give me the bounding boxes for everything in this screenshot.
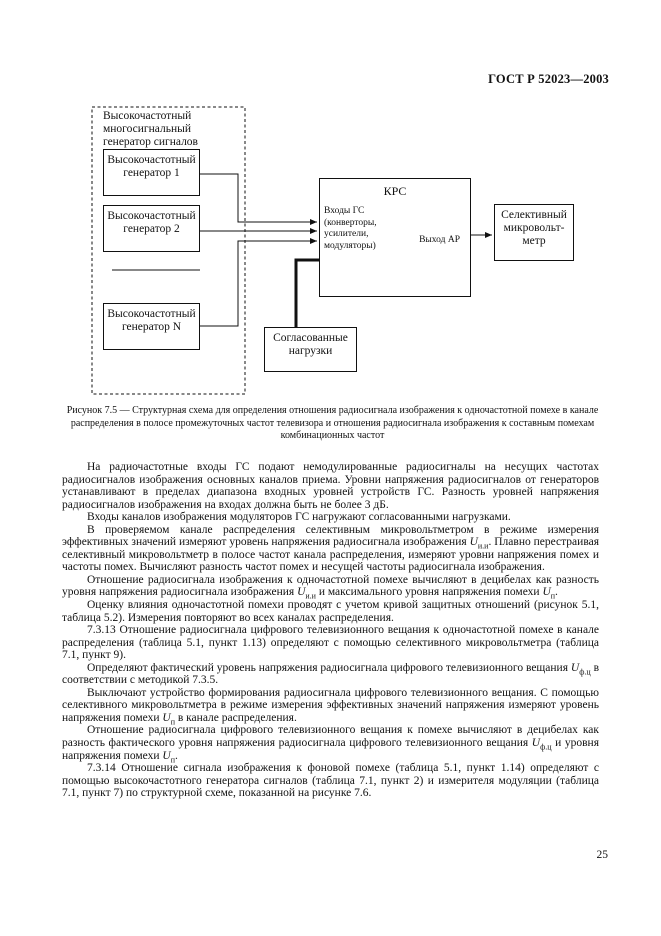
wire-gen1: [200, 173, 317, 225]
body-text: На радиочастотные входы ГС подают немоду…: [62, 461, 599, 800]
paragraph-8: Выключают устройство формирования радиос…: [62, 686, 599, 727]
paragraph-5: Оценку влияния одночастотной помехи пров…: [62, 599, 599, 624]
page-number: 25: [596, 849, 609, 861]
paragraph-2: Входы каналов изображения модуляторов ГС…: [87, 511, 511, 524]
standard-header: ГОСТ Р 52023—2003: [488, 72, 609, 86]
krs-box: КРС Входы ГС (конверторы, усилители, мод…: [319, 178, 471, 297]
generator-1-label: Высокочастотный генератор 1: [107, 154, 196, 179]
block-diagram: [91, 106, 492, 395]
generator-n-label: Высокочастотный генератор N: [107, 308, 196, 333]
generator-2-box: Высокочастотный генератор 2: [103, 205, 200, 252]
generator-1-box: Высокочастотный генератор 1: [103, 149, 200, 196]
krs-output-label: Выход АР: [419, 235, 460, 245]
paragraph-6: 7.3.13 Отношение радиосигнала цифрового …: [62, 624, 599, 662]
matched-loads-box: Согласованные нагрузки: [264, 327, 357, 372]
paragraph-3: В проверяемом канале распределения селек…: [62, 523, 599, 574]
krs-title: КРС: [383, 184, 407, 198]
generator-2-label: Высокочастотный генератор 2: [107, 210, 196, 235]
krs-inputs-label: Входы ГС (конверторы, усилители, модулят…: [324, 206, 377, 251]
paragraph-1: На радиочастотные входы ГС подают немоду…: [62, 461, 599, 511]
generator-group-label: Высокочастотный многосигнальный генерато…: [103, 110, 198, 148]
paragraph-10: 7.3.14 Отношение сигнала изображения к ф…: [62, 762, 599, 800]
wire-genN: [200, 238, 317, 327]
wire-loads: [294, 258, 319, 327]
paragraph-4: Отношение радиосигнала изображения к одн…: [62, 573, 599, 601]
selective-meter-box: Селективный микровольт-метр: [494, 204, 574, 261]
paragraph-9: Отношение радиосигнала цифрового телевиз…: [62, 724, 599, 764]
generator-n-box: Высокочастотный генератор N: [103, 303, 200, 350]
figure-caption: Рисунок 7.5 — Структурная схема для опре…: [66, 405, 599, 441]
selective-meter-label: Селективный микровольт-метр: [501, 209, 567, 247]
matched-loads-label: Согласованные нагрузки: [273, 332, 348, 357]
paragraph-7: Определяют фактический уровень напряжени…: [62, 661, 599, 687]
